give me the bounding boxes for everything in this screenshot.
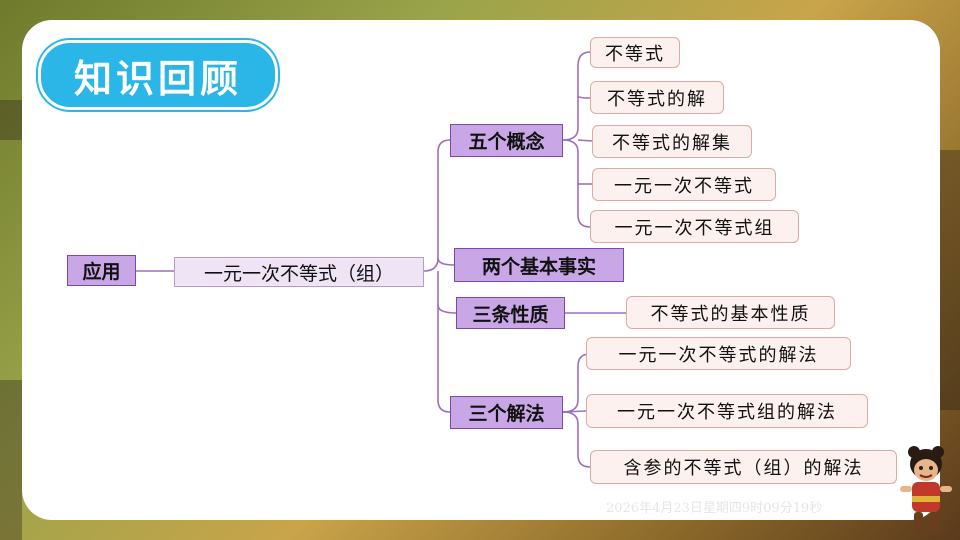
connector-concepts-c [577, 139, 593, 142]
connector-concepts-b [577, 95, 591, 99]
branch-concepts: 五个概念 [450, 124, 563, 157]
connector-trunk-three [437, 304, 457, 314]
connector-root-trunk [423, 257, 439, 272]
leaf-basic-properties: 不等式的基本性质 [626, 296, 835, 329]
leaf-solution-set: 不等式的解集 [592, 125, 752, 158]
branch-methods: 三个解法 [450, 396, 563, 429]
root-node: 一元一次不等式（组） [174, 257, 424, 287]
cartoon-character-icon [900, 446, 952, 532]
connector-trunk-down [437, 271, 451, 413]
leaf-system-method: 一元一次不等式组的解法 [586, 394, 868, 428]
branch-basic-facts: 两个基本事实 [454, 248, 624, 282]
app-node: 应用 [67, 255, 136, 286]
leaf-inequality-solution: 不等式的解 [590, 81, 724, 114]
leaf-inequality: 不等式 [590, 37, 680, 68]
leaf-linear-inequality: 一元一次不等式 [592, 168, 776, 201]
leaf-inequality-method: 一元一次不等式的解法 [586, 337, 851, 370]
leaf-parametric-method: 含参的不等式（组）的解法 [590, 450, 897, 484]
datetime-stamp: 2026年4月23日星期四9时09分19秒 [606, 501, 823, 516]
connector-trunk-up [437, 139, 451, 258]
connector-concepts [562, 51, 591, 141]
connector-methods [562, 353, 591, 413]
page-title: 知识回顾 [38, 40, 278, 110]
leaf-linear-inequality-system: 一元一次不等式组 [590, 210, 799, 243]
connector-methods-c [562, 411, 591, 468]
branch-properties: 三条性质 [456, 297, 565, 329]
connector-trunk-mid [437, 257, 455, 266]
